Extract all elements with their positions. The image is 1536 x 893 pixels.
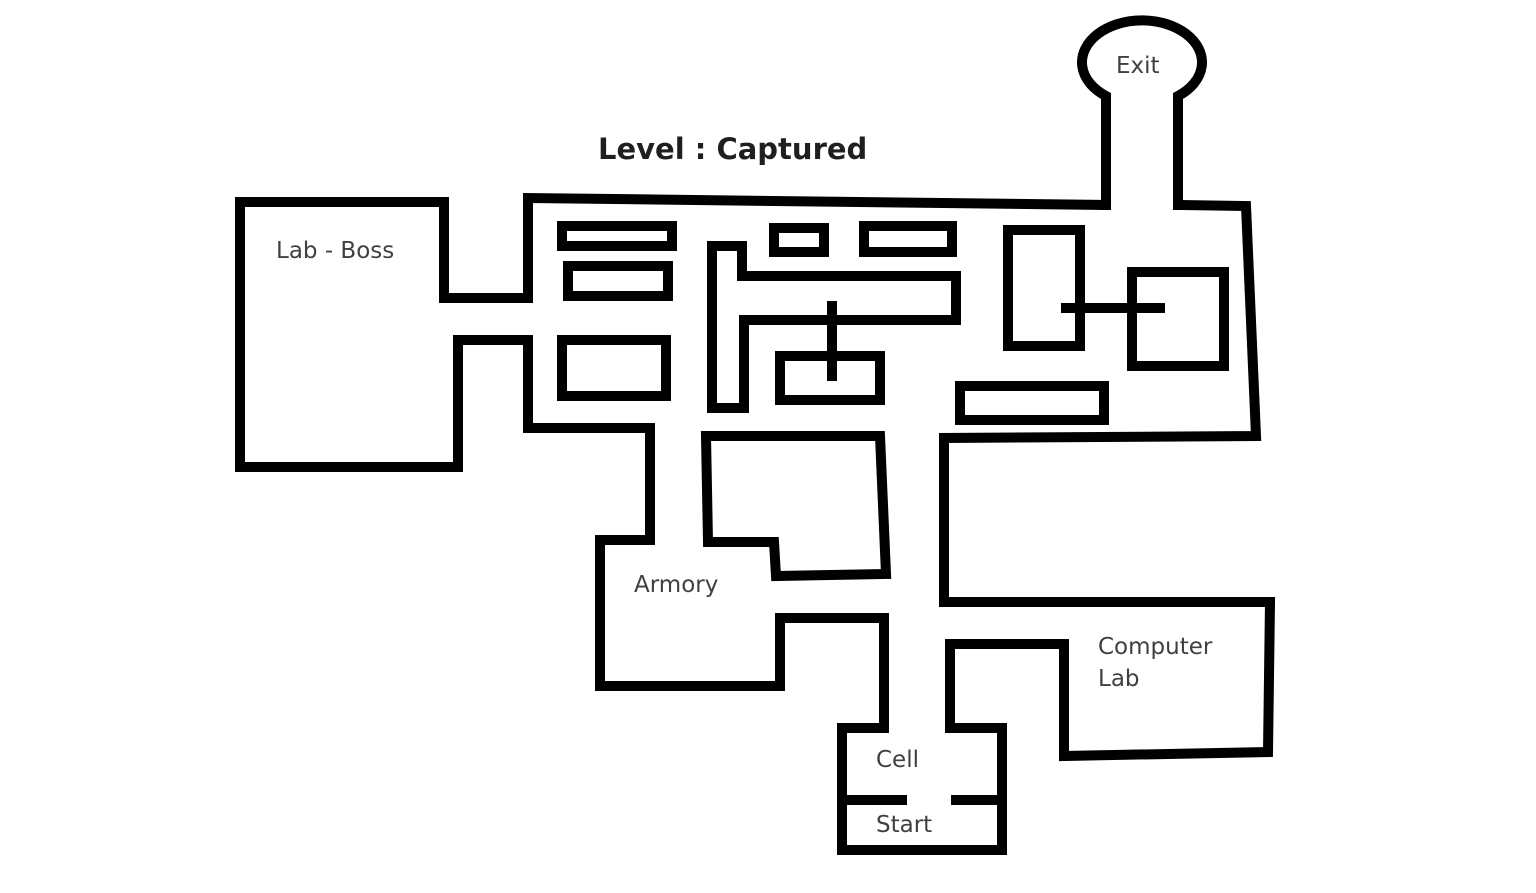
computer-lab-label-line1: Computer: [1098, 634, 1213, 660]
obstacle-bar-3: [859, 221, 957, 257]
obstacle-l-shape: [707, 241, 961, 413]
computer-lab-label-line2: Lab: [1098, 666, 1140, 692]
obstacle-block-1: [557, 335, 671, 401]
lab-boss-label: Lab - Boss: [276, 238, 394, 264]
obstacle-central-block: [700, 431, 892, 582]
obstacle-bar-4: [955, 381, 1109, 425]
main-hall-outer-wall: [235, 192, 1276, 855]
obstacle-tall-box: [1003, 225, 1085, 351]
exit-tower-wall: [1077, 15, 1207, 210]
obstacle-bar-1: [557, 221, 677, 251]
start-label: Start: [876, 812, 932, 838]
obstacle-bar-2: [563, 261, 673, 301]
armory-label: Armory: [634, 572, 718, 598]
exit-label: Exit: [1116, 53, 1160, 79]
obstacle-small-box: [769, 223, 829, 257]
level-title: Level : Captured: [598, 132, 867, 166]
obstacle-square-box: [1127, 267, 1229, 371]
cell-label: Cell: [876, 747, 919, 773]
